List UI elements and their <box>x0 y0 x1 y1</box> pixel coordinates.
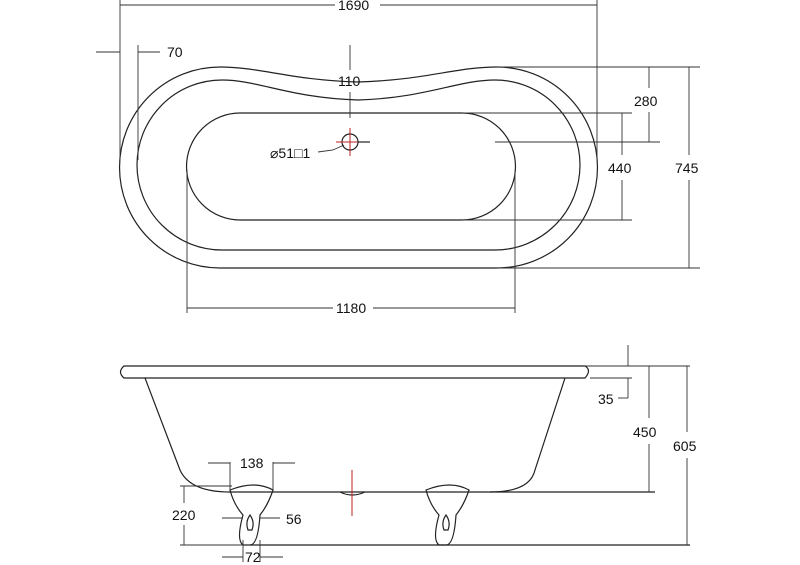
waste-label: ⌀51□1 <box>270 145 310 161</box>
foot-right <box>425 484 470 546</box>
dim-foot-top-width: 138 <box>240 455 264 471</box>
dim-foot-base-width: 72 <box>245 549 261 565</box>
top-view: ⌀51□1 1690 70 110 280 440 745 1180 <box>96 0 700 316</box>
dim-rim-thickness: 35 <box>598 391 614 407</box>
dim-basin-width: 440 <box>608 160 632 176</box>
outer-outline <box>118 66 599 269</box>
rim-profile <box>119 365 590 379</box>
dim-inner-height: 450 <box>633 424 657 440</box>
dim-rim-dip: 110 <box>338 73 361 89</box>
dim-overall-length: 1690 <box>338 0 369 13</box>
side-view: 35 450 605 138 220 56 72 <box>119 345 697 565</box>
dim-foot-height: 220 <box>172 507 196 523</box>
rim-inner-outline <box>136 79 581 251</box>
foot-left <box>229 484 274 546</box>
dim-rim-width: 70 <box>167 44 183 60</box>
dim-overall-height: 605 <box>673 438 697 454</box>
body-profile <box>144 377 566 493</box>
dim-rim-to-basin: 280 <box>634 93 658 109</box>
basin-outline <box>185 112 517 221</box>
dim-basin-length: 1180 <box>336 300 366 316</box>
dim-overall-width: 745 <box>675 160 699 176</box>
dim-foot-neck-width: 56 <box>286 511 302 527</box>
